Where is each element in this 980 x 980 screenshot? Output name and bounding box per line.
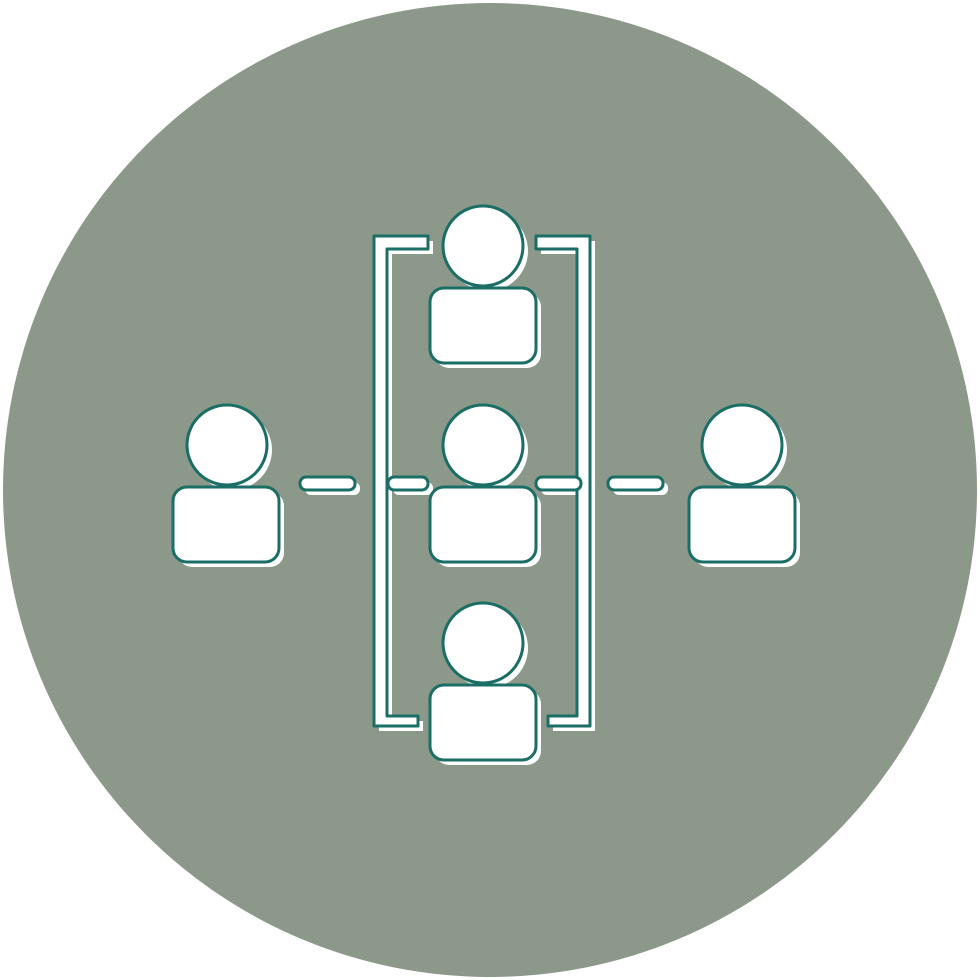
right-connector (606, 475, 665, 492)
person-left-icon (171, 403, 281, 564)
left-connector (298, 475, 357, 492)
person-right-icon (687, 403, 797, 564)
person-top-icon (428, 204, 538, 365)
person-middle-icon (428, 403, 538, 564)
person-bottom-icon (428, 601, 538, 762)
outline-layer (171, 204, 797, 762)
left-bracket (372, 234, 430, 728)
inner-right-connector (534, 475, 583, 492)
inner-left-connector (386, 475, 430, 492)
